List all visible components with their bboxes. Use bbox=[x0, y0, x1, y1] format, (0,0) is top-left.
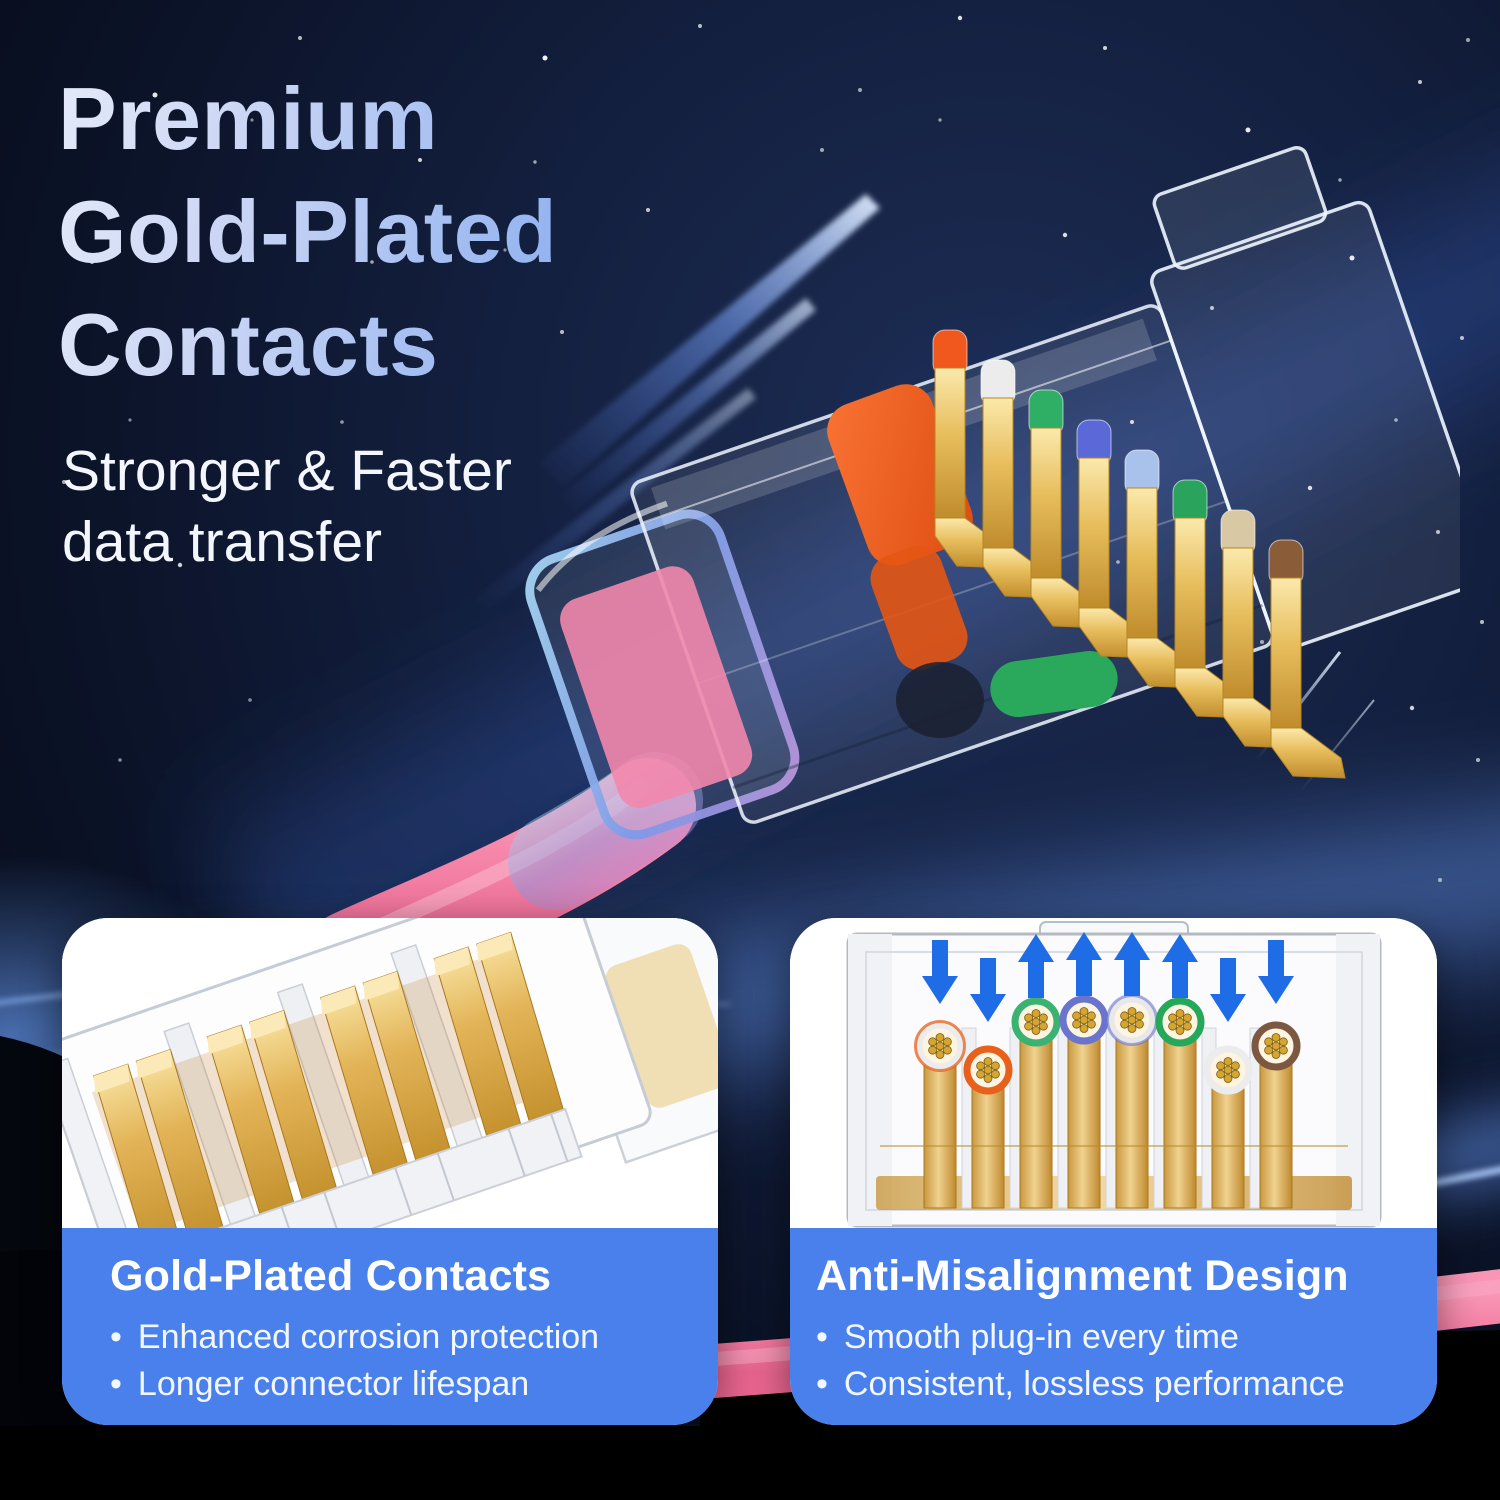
card-bullet-list: • Enhanced corrosion protection • Longer… bbox=[110, 1314, 688, 1408]
card-title: Anti-Misalignment Design bbox=[816, 1252, 1349, 1300]
up-arrow-icon bbox=[1066, 932, 1102, 996]
down-arrow-icon bbox=[922, 940, 958, 1004]
headline-line-2: Gold-Plated bbox=[58, 182, 558, 281]
starfield bbox=[62, 15, 1484, 882]
subheadline: Stronger & Faster data transfer bbox=[62, 436, 512, 578]
down-arrow-icon bbox=[1258, 940, 1294, 1004]
gold-contacts-photo bbox=[62, 918, 718, 1228]
subheadline-line-2: data transfer bbox=[62, 510, 383, 574]
comet-streaks bbox=[474, 194, 880, 612]
subheadline-line-1: Stronger & Faster bbox=[62, 439, 512, 503]
headline-line-1: Premium bbox=[58, 69, 439, 168]
up-arrow-icon bbox=[1114, 932, 1150, 996]
pins-and-wires bbox=[880, 932, 1348, 1209]
bullet-dot: • bbox=[816, 1365, 828, 1403]
card-title: Gold-Plated Contacts bbox=[110, 1252, 552, 1300]
bullet-item: • Enhanced corrosion protection bbox=[110, 1314, 688, 1361]
connector-front-view-illustration bbox=[846, 921, 1382, 1228]
down-arrow-icon bbox=[970, 958, 1006, 1022]
hero-connector-illustration bbox=[525, 145, 1460, 840]
up-arrow-icon bbox=[1162, 934, 1198, 998]
bullet-item: • Consistent, lossless performance bbox=[816, 1361, 1417, 1408]
bullet-text: Consistent, lossless performance bbox=[843, 1365, 1345, 1403]
gold-pins bbox=[932, 329, 1346, 779]
alignment-arrows bbox=[922, 932, 1294, 1022]
bullet-text: Smooth plug-in every time bbox=[843, 1318, 1239, 1356]
bullet-dot: • bbox=[816, 1318, 828, 1356]
bullet-item: • Longer connector lifespan bbox=[110, 1361, 688, 1408]
bullet-text: Enhanced corrosion protection bbox=[137, 1318, 600, 1356]
gold-contact-bars bbox=[93, 931, 565, 1228]
gold-contacts-closeup-illustration bbox=[62, 918, 718, 1228]
bullet-dot: • bbox=[110, 1365, 122, 1403]
up-arrow-icon bbox=[1018, 934, 1054, 998]
down-arrow-icon bbox=[1210, 958, 1246, 1022]
headline: Premium Gold-Plated Contacts bbox=[58, 62, 557, 401]
bullet-item: • Smooth plug-in every time bbox=[816, 1314, 1417, 1361]
wire-end-circles bbox=[914, 994, 1301, 1095]
feature-card-anti-misalignment: Anti-Misalignment Design • Smooth plug-i… bbox=[790, 918, 1437, 1425]
anti-misalignment-photo bbox=[790, 918, 1437, 1228]
card-bullet-list: • Smooth plug-in every time • Consistent… bbox=[816, 1314, 1417, 1408]
gold-contacts-panel: Gold-Plated Contacts • Enhanced corrosio… bbox=[62, 1228, 718, 1425]
bullet-dot: • bbox=[110, 1318, 122, 1356]
anti-misalignment-panel: Anti-Misalignment Design • Smooth plug-i… bbox=[790, 1228, 1437, 1425]
bullet-text: Longer connector lifespan bbox=[137, 1365, 530, 1403]
headline-line-3: Contacts bbox=[58, 295, 439, 394]
feature-card-gold-contacts: Gold-Plated Contacts • Enhanced corrosio… bbox=[62, 918, 718, 1425]
